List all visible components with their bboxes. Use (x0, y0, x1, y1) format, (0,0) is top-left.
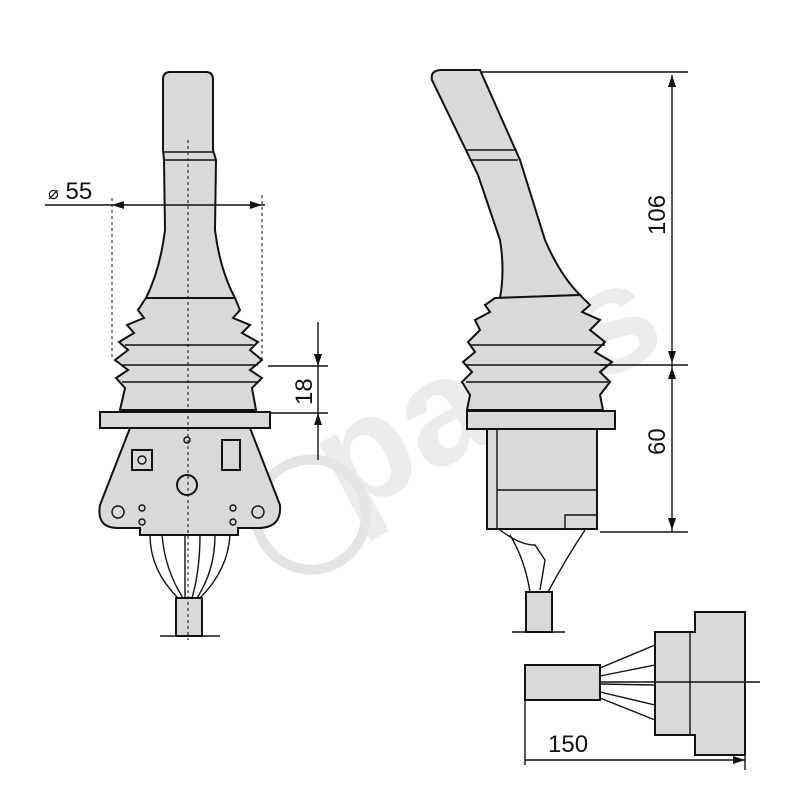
diameter-label: 55 (66, 178, 93, 205)
front-lever-handle (144, 71, 237, 299)
side-lever-handle (430, 69, 583, 300)
cable-length-label: 150 (548, 731, 588, 758)
side-view (430, 69, 616, 633)
connector-cable (524, 664, 601, 701)
connector-view (524, 611, 760, 756)
side-cable (525, 591, 553, 633)
svg-text:⌀ 55: ⌀ 55 (48, 178, 92, 205)
body-height-label: 60 (644, 428, 671, 455)
front-view (98, 71, 282, 640)
diameter-symbol: ⌀ (48, 183, 59, 203)
flange-height-label: 18 (291, 378, 318, 405)
front-wires (149, 534, 231, 599)
side-flange (466, 410, 616, 430)
side-body (486, 428, 598, 530)
front-flange (99, 411, 271, 429)
connector-housing (654, 611, 746, 756)
side-wires (499, 529, 586, 593)
lever-height-label: 106 (644, 195, 671, 235)
front-cable (175, 597, 203, 637)
dimension-lines: ⌀ 55 18 106 60 150 (45, 71, 746, 770)
watermark-logo: parts (251, 226, 686, 575)
